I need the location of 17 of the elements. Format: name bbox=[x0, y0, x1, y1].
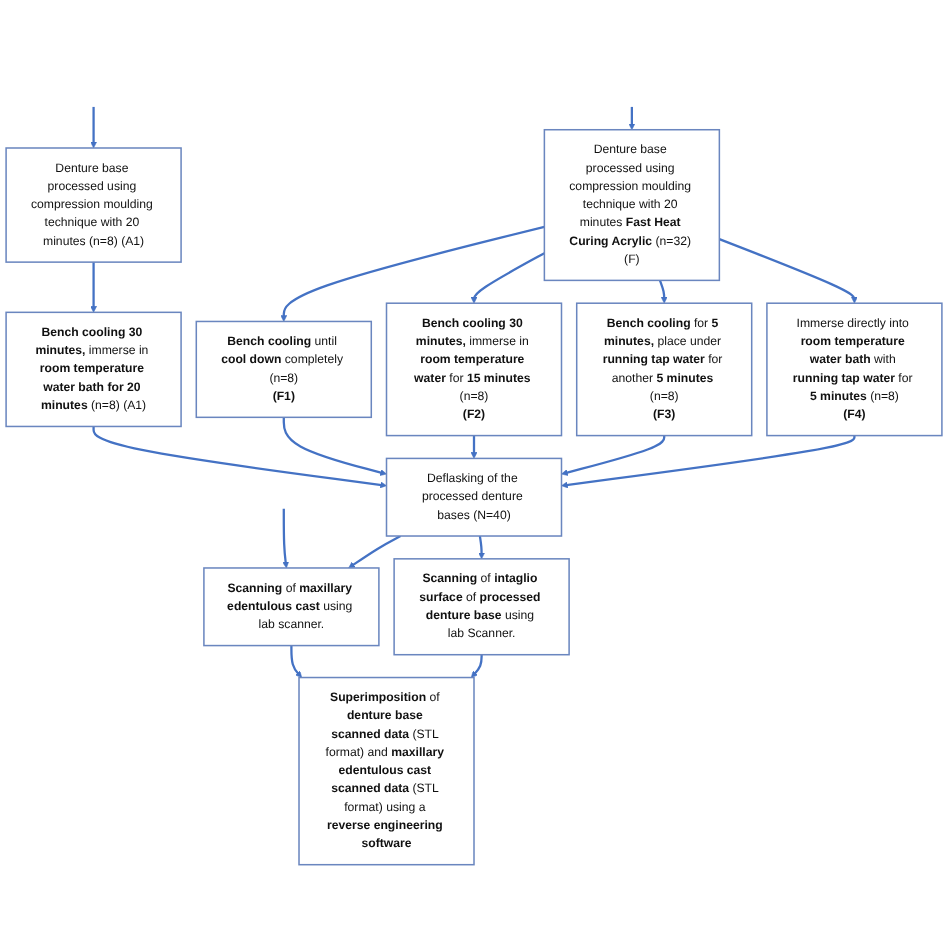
arrow bbox=[561, 435, 666, 476]
arrow bbox=[290, 645, 303, 678]
arrow bbox=[470, 251, 545, 304]
arrow bbox=[348, 534, 402, 568]
arrow bbox=[90, 106, 97, 148]
arrow bbox=[282, 508, 289, 568]
arrow bbox=[92, 426, 387, 488]
arrow bbox=[561, 435, 856, 488]
arrow bbox=[470, 435, 478, 459]
arrow bbox=[628, 106, 636, 130]
arrow bbox=[718, 237, 858, 304]
arrow bbox=[280, 225, 545, 322]
arrow bbox=[478, 535, 485, 559]
arrow bbox=[470, 654, 483, 678]
arrow bbox=[658, 279, 668, 304]
arrow bbox=[282, 416, 387, 476]
arrow bbox=[90, 261, 97, 313]
